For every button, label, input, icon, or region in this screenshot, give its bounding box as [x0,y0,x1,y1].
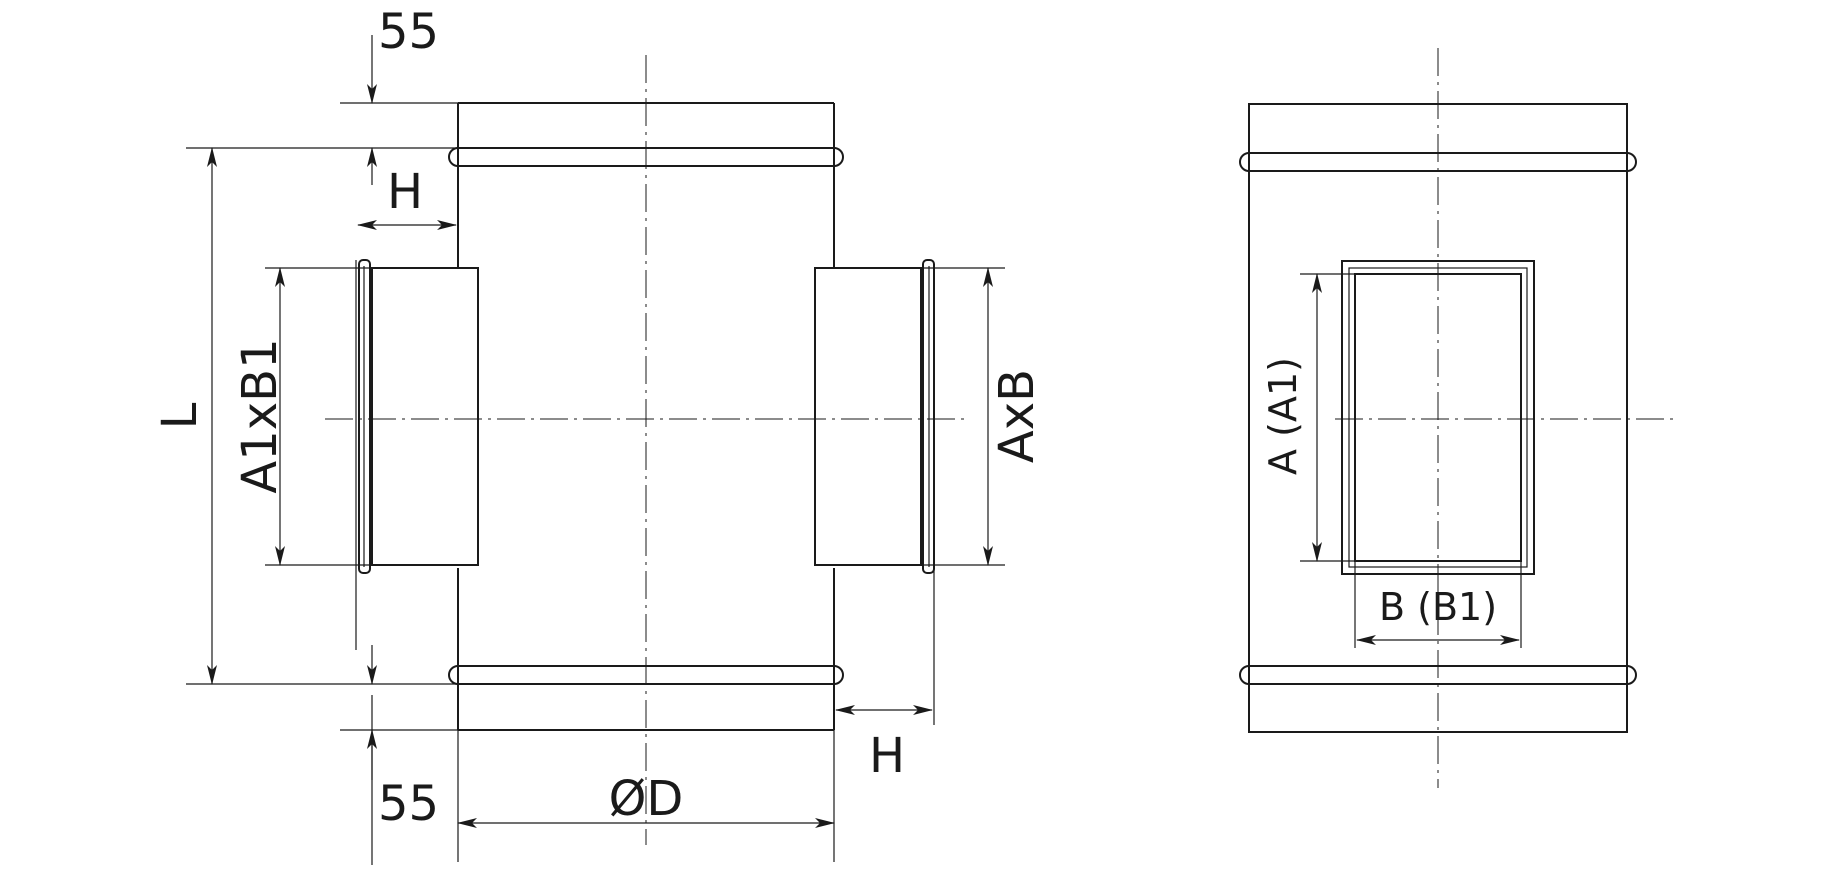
opening-height-label: A (A1) [1261,357,1305,475]
left-branch [358,259,479,574]
right-branch [814,259,935,574]
right-branch-size-label: AxB [989,369,1045,463]
right-branch-height-label: H [869,728,905,784]
side-top-sealing-ring [1239,152,1637,172]
front-view: 55 55 L H A1xB1 AxB H ØD [152,4,1045,865]
top-sealing-ring [448,147,844,167]
side-view: A (A1) B (B1) [1239,48,1675,788]
main-pipe-body [457,102,835,731]
top-offset-label: 55 [378,4,439,60]
side-bottom-sealing-ring [1239,665,1637,685]
branch-opening [1341,260,1535,575]
length-label: L [152,402,208,429]
left-branch-height-label: H [387,164,423,220]
extension-lines [186,102,1005,865]
bottom-sealing-ring [448,665,844,685]
left-branch-size-label: A1xB1 [232,338,288,493]
bottom-offset-label: 55 [378,776,439,832]
diameter-label: ØD [609,771,684,827]
side-extension-lines [1300,273,1522,648]
opening-width-label: B (B1) [1379,585,1497,629]
side-pipe-body [1248,103,1628,733]
